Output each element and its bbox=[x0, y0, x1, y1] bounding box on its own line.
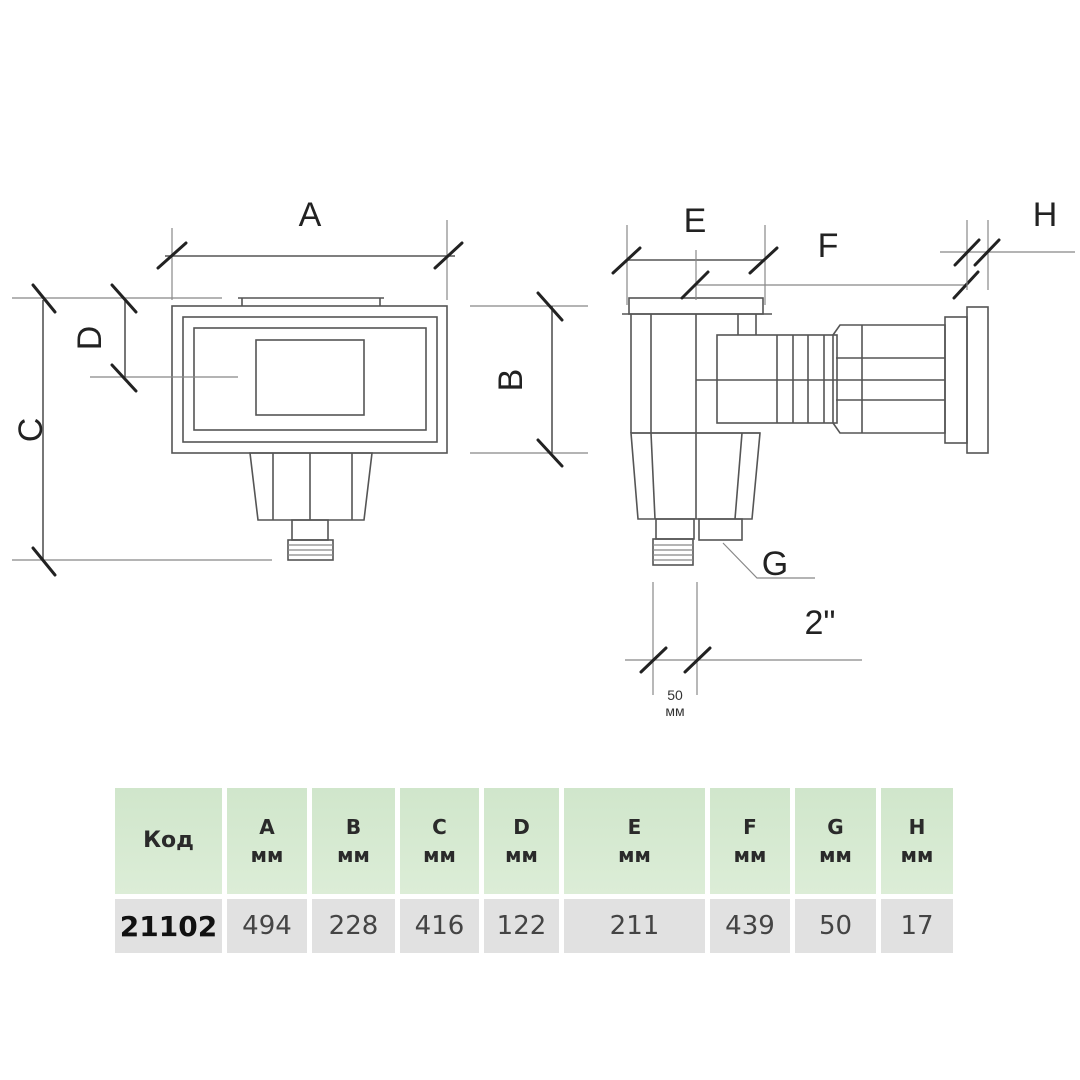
dimension-f: F bbox=[680, 227, 980, 300]
dimension-d: D bbox=[71, 283, 238, 393]
header-code: Код bbox=[115, 788, 222, 894]
table-row: 21102 494 228 416 122 211 439 50 17 bbox=[115, 899, 953, 953]
header-unit: мм bbox=[337, 843, 370, 867]
thread-icon bbox=[287, 539, 334, 561]
label-a: A bbox=[299, 196, 322, 234]
header-label: C bbox=[432, 815, 447, 839]
dimension-b: B bbox=[470, 291, 588, 468]
dimension-a: A bbox=[156, 196, 464, 300]
cell-a: 494 bbox=[227, 899, 307, 953]
dimension-h: H bbox=[940, 196, 1075, 290]
header-label: F bbox=[743, 815, 757, 839]
label-e: E bbox=[684, 202, 707, 240]
header-unit: мм bbox=[900, 843, 934, 867]
cell-e: 211 bbox=[564, 899, 705, 953]
front-view bbox=[171, 297, 448, 561]
side-view bbox=[622, 297, 989, 566]
width-unit: мм bbox=[665, 703, 684, 719]
header-label: B bbox=[345, 815, 362, 839]
cell-d: 122 bbox=[484, 899, 559, 953]
header-label: Код bbox=[143, 828, 194, 853]
label-h: H bbox=[1033, 196, 1058, 234]
header-label: A bbox=[259, 815, 275, 839]
header-label: D bbox=[513, 815, 530, 839]
header-label: H bbox=[908, 815, 926, 839]
label-f: F bbox=[818, 227, 839, 265]
cell-code: 21102 bbox=[115, 899, 222, 953]
label-b: B bbox=[492, 369, 530, 392]
cell-f: 439 bbox=[710, 899, 790, 953]
label-c: C bbox=[12, 418, 50, 443]
header-label: E bbox=[627, 815, 642, 839]
header-unit: мм bbox=[733, 843, 767, 867]
dimension-c: C bbox=[12, 283, 272, 577]
header-unit: мм bbox=[423, 843, 456, 867]
cell-g: 50 bbox=[795, 899, 876, 953]
cell-b: 228 bbox=[312, 899, 395, 953]
dimension-50mm: 50 мм bbox=[625, 582, 862, 719]
label-d: D bbox=[71, 326, 109, 351]
header-unit: мм bbox=[250, 843, 284, 867]
dimension-g: G 2" bbox=[722, 542, 836, 642]
header-label: G bbox=[827, 815, 844, 839]
header-unit: мм bbox=[819, 843, 852, 867]
cell-c: 416 bbox=[400, 899, 479, 953]
skimmer-technical-drawing: A C D B bbox=[12, 196, 1075, 719]
cell-h: 17 bbox=[881, 899, 953, 953]
pipe-size-label: 2" bbox=[805, 604, 836, 642]
dimension-e: E bbox=[611, 202, 779, 305]
thread-icon bbox=[652, 538, 694, 566]
header-unit: мм bbox=[618, 843, 651, 867]
width-value: 50 bbox=[667, 687, 683, 703]
header-unit: мм bbox=[505, 843, 538, 867]
label-g: G bbox=[762, 545, 788, 583]
